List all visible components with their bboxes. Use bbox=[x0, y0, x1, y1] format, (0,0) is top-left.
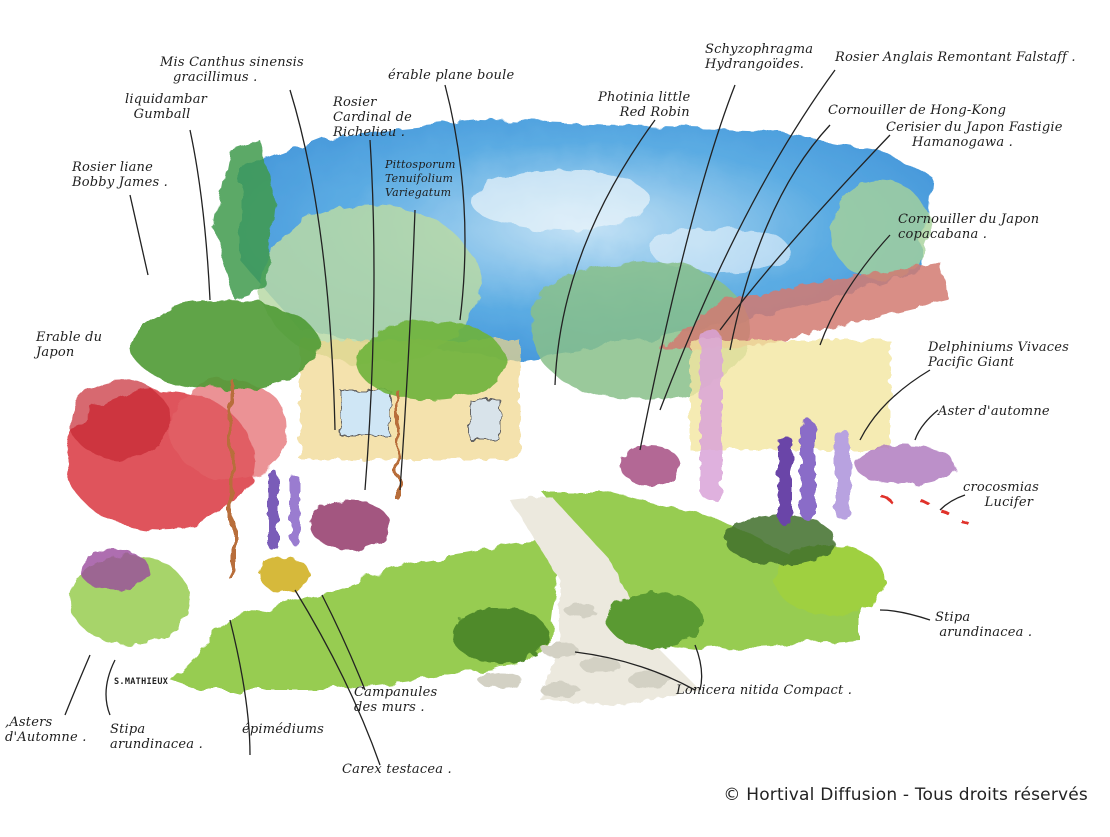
label-stipa-right: Stipa arundinacea . bbox=[935, 610, 1033, 640]
label-photinia: Photinia little Red Robin bbox=[598, 90, 691, 120]
label-rosier-cardinal: Rosier Cardinal de Richelieu . bbox=[333, 95, 413, 140]
label-lonicera: Lonicera nitida Compact . bbox=[676, 683, 853, 698]
label-cerisier: Cerisier du Japon Fastigie Hamanogawa . bbox=[886, 120, 1063, 150]
label-miscanthus: Mis Canthus sinensis gracillimus . bbox=[160, 55, 304, 85]
leader-lines bbox=[64, 69, 966, 766]
label-epimediums: épimédiums bbox=[242, 722, 325, 737]
label-erable-plane: érable plane boule bbox=[388, 68, 515, 83]
label-campanules: Campanules des murs . bbox=[354, 685, 438, 715]
label-erable-japon: Erable du Japon bbox=[36, 330, 103, 360]
label-cornouiller-hk: Cornouiller de Hong-Kong bbox=[828, 103, 1007, 118]
copyright-notice: © Hortival Diffusion - Tous droits réser… bbox=[723, 785, 1088, 805]
label-pittosporum: Pittosporum Tenuifolium Variegatum bbox=[385, 158, 456, 199]
label-asters-left: ,Asters d'Automne . bbox=[5, 715, 87, 745]
artist-signature: S.MATHIEUX bbox=[114, 677, 169, 687]
stone-path bbox=[478, 495, 700, 705]
house bbox=[300, 262, 950, 460]
perennial-beds bbox=[70, 330, 971, 663]
label-stipa-left: Stipa arundinacea . bbox=[110, 722, 203, 752]
label-aster-right: Aster d'automne bbox=[938, 404, 1050, 419]
label-cornouiller-japon: Cornouiller du Japon copacabana . bbox=[898, 212, 1040, 242]
label-schizophragma: Schyzophragma Hydrangoïdes. bbox=[705, 42, 814, 72]
label-liquidambar: liquidambar Gumball bbox=[125, 92, 208, 122]
label-rosier-liane: Rosier liane Bobby James . bbox=[72, 160, 169, 190]
label-delphinium: Delphiniums Vivaces Pacific Giant bbox=[928, 340, 1070, 370]
label-carex: Carex testacea . bbox=[342, 762, 452, 777]
label-rosier-anglais: Rosier Anglais Remontant Falstaff . bbox=[835, 50, 1076, 65]
standard-trees bbox=[130, 300, 505, 580]
label-crocosmia: crocosmias Lucifer bbox=[963, 480, 1040, 510]
japanese-maple bbox=[65, 380, 290, 530]
